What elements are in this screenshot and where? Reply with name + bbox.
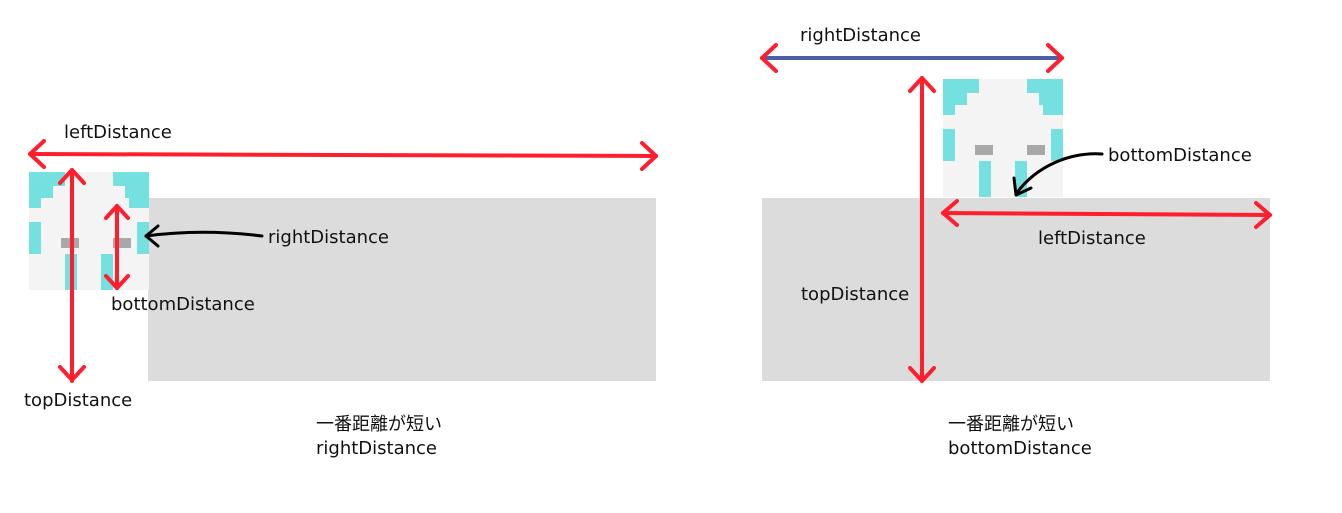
left-rightdistance-pointer <box>144 224 264 248</box>
right-rightdistance-arrow <box>760 43 1064 73</box>
left-topdistance-arrow <box>58 168 86 383</box>
left-caption-line1: 一番距離が短い <box>316 414 442 435</box>
right-topdistance-label: topDistance <box>801 284 909 305</box>
right-rightdistance-label: rightDistance <box>800 25 921 46</box>
left-leftdistance-label: leftDistance <box>64 122 172 143</box>
right-bottomdistance-pointer <box>1012 152 1104 197</box>
left-rightdistance-label: rightDistance <box>268 227 389 248</box>
left-bottomdistance-arrow <box>104 204 130 290</box>
left-leftdistance-arrow <box>28 139 658 171</box>
left-sprite <box>29 172 149 290</box>
right-bottomdistance-label: bottomDistance <box>1108 145 1252 166</box>
right-caption-line1: 一番距離が短い <box>948 414 1074 435</box>
right-leftdistance-label: leftDistance <box>1038 228 1146 249</box>
right-diagram: rightDistance topDistance leftDistance b… <box>760 25 1272 459</box>
left-block <box>148 198 656 381</box>
right-block <box>762 198 1270 381</box>
right-caption-line2: bottomDistance <box>948 438 1092 459</box>
right-topdistance-arrow <box>908 76 936 383</box>
left-caption-line2: rightDistance <box>316 438 437 459</box>
right-sprite <box>943 79 1063 197</box>
left-topdistance-label: topDistance <box>24 390 132 411</box>
left-bottomdistance-label: bottomDistance <box>111 294 255 315</box>
left-diagram: leftDistance topDistance bottomDistance … <box>24 122 658 459</box>
right-leftdistance-arrow <box>941 199 1272 229</box>
